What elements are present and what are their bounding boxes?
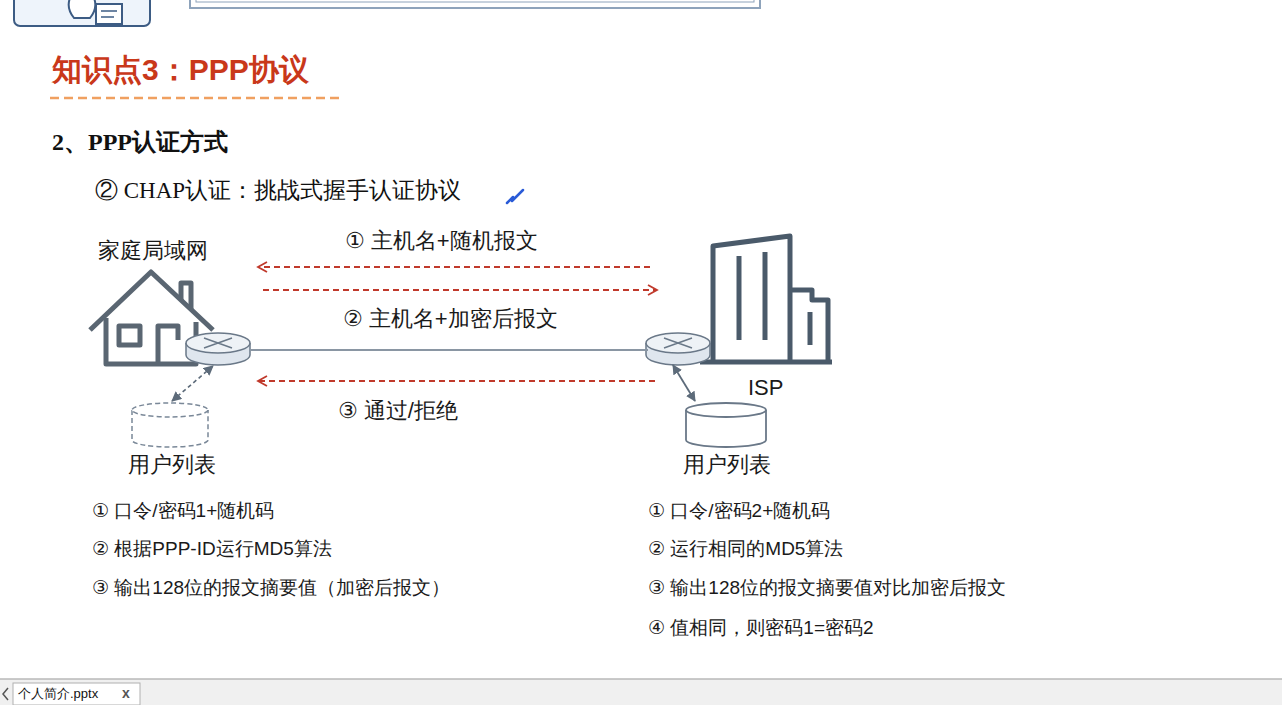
slide-title: 知识点3：PPP协议 <box>52 52 309 88</box>
house-wall <box>106 318 196 364</box>
step-text: ② 根据PPP-ID运行MD5算法 <box>92 538 332 561</box>
database-icon <box>686 403 766 447</box>
step-text: ① 口令/密码2+随机码 <box>648 500 830 523</box>
tab-close: x <box>122 685 130 702</box>
building-tower <box>713 236 790 362</box>
subsection-heading: ② CHAP认证：挑战式握手认证协议 <box>95 177 461 205</box>
header-frame <box>14 0 760 26</box>
building-ground <box>700 360 832 365</box>
building-window <box>808 312 813 345</box>
tab-bar-border <box>0 678 1282 680</box>
message-arrow <box>258 266 650 268</box>
router-top <box>646 333 710 353</box>
router-cross <box>204 338 232 348</box>
tab <box>13 683 140 705</box>
title-underline <box>50 97 342 100</box>
router-icon <box>186 333 250 365</box>
step-text: ③ 输出128位的报文摘要值（加密后报文） <box>92 577 450 600</box>
step-text: ② 运行相同的MD5算法 <box>648 538 843 561</box>
tab-bar <box>0 679 1282 705</box>
building-icon <box>700 236 832 362</box>
header-box-outer <box>190 0 760 8</box>
pen-mark <box>507 190 523 203</box>
header-box-inner <box>196 0 754 2</box>
header-icon-line <box>101 16 114 18</box>
database-top <box>132 403 208 417</box>
database-top <box>686 403 766 417</box>
user-list-database: 用户列表 <box>678 400 788 485</box>
edge-label: ③ 通过/拒绝 <box>335 398 461 424</box>
link-line <box>172 366 213 401</box>
section-heading: 2、PPP认证方式 <box>52 128 228 157</box>
database-icon <box>132 403 208 447</box>
step-text: ③ 输出128位的报文摘要值对比加密后报文 <box>648 577 1006 600</box>
node-label: 用户列表 <box>683 452 771 478</box>
building-annex <box>790 290 828 362</box>
router-top <box>186 333 250 353</box>
house-window <box>119 326 140 345</box>
step-text: ④ 值相同，则密码1=密码2 <box>648 617 874 640</box>
router-cross <box>664 338 692 348</box>
house-door <box>158 326 178 364</box>
node-label: 家庭局域网 <box>98 238 208 264</box>
node-label: 用户列表 <box>128 452 216 478</box>
header-icon-frame <box>14 0 150 26</box>
house-chimney <box>181 283 191 310</box>
tab-title: 个人简介.pptx <box>18 686 98 702</box>
link-line <box>673 365 695 401</box>
router-icon <box>646 333 710 365</box>
building-window <box>737 256 742 340</box>
scroll-arrow <box>3 688 8 700</box>
link-line <box>250 349 648 351</box>
header-icon-line <box>101 10 117 12</box>
message-arrow <box>258 380 655 382</box>
building-window <box>763 252 768 340</box>
lan-site: 家庭局域网 <box>85 232 255 370</box>
isp-site: ISP <box>645 232 835 403</box>
edge-label: ① 主机名+随机报文 <box>342 228 541 254</box>
header-icon-figure <box>69 0 96 18</box>
tab-bar-ground <box>0 679 1282 705</box>
edge-label: ② 主机名+加密后报文 <box>340 306 561 332</box>
step-text: ① 口令/密码1+随机码 <box>92 500 274 523</box>
message-arrow <box>263 289 657 291</box>
user-list-database: 用户列表 <box>122 400 232 485</box>
header-icon-clipboard <box>96 4 122 24</box>
node-label: ISP <box>748 375 783 401</box>
